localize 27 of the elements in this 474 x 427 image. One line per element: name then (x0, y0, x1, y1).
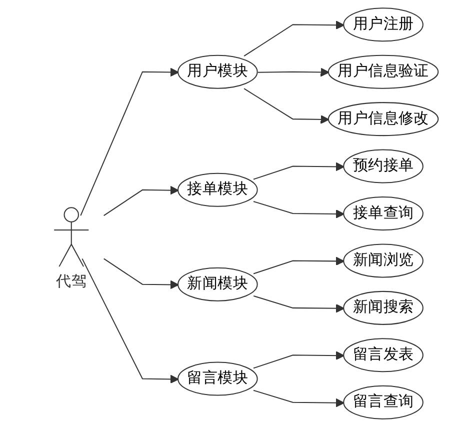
arrow (253, 390, 345, 408)
arrow (104, 258, 179, 290)
node-ellipse: 预约接单 (343, 149, 424, 184)
node-ellipse: 新闻浏览 (343, 244, 424, 278)
arrow (258, 68, 330, 77)
node-text: 代驾 (56, 274, 87, 290)
node-ellipse: 用户模块 (177, 54, 258, 89)
node-ellipse: 新闻搜索 (343, 290, 424, 325)
arrow (253, 162, 345, 180)
node-ellipse: 用户信息修改 (328, 102, 439, 136)
node-ellipse: 接单模块 (177, 172, 258, 207)
arrow (253, 256, 345, 274)
node-ellipse: 用户信息验证 (328, 54, 439, 89)
arrow (244, 88, 330, 124)
node-ellipse: 留言发表 (343, 338, 424, 372)
arrow (253, 201, 345, 218)
arrow (253, 351, 345, 369)
arrow (253, 295, 345, 313)
node-ellipse: 新闻模块 (177, 267, 258, 302)
node-ellipse: 留言查询 (343, 385, 424, 420)
node-ellipse: 接单查询 (343, 196, 424, 230)
arrow (104, 186, 179, 216)
node-ellipse: 用户注册 (343, 8, 424, 42)
arrow (244, 20, 345, 57)
node-ellipse: 留言模块 (177, 362, 258, 396)
arrow (80, 68, 179, 216)
arrow (82, 258, 179, 384)
